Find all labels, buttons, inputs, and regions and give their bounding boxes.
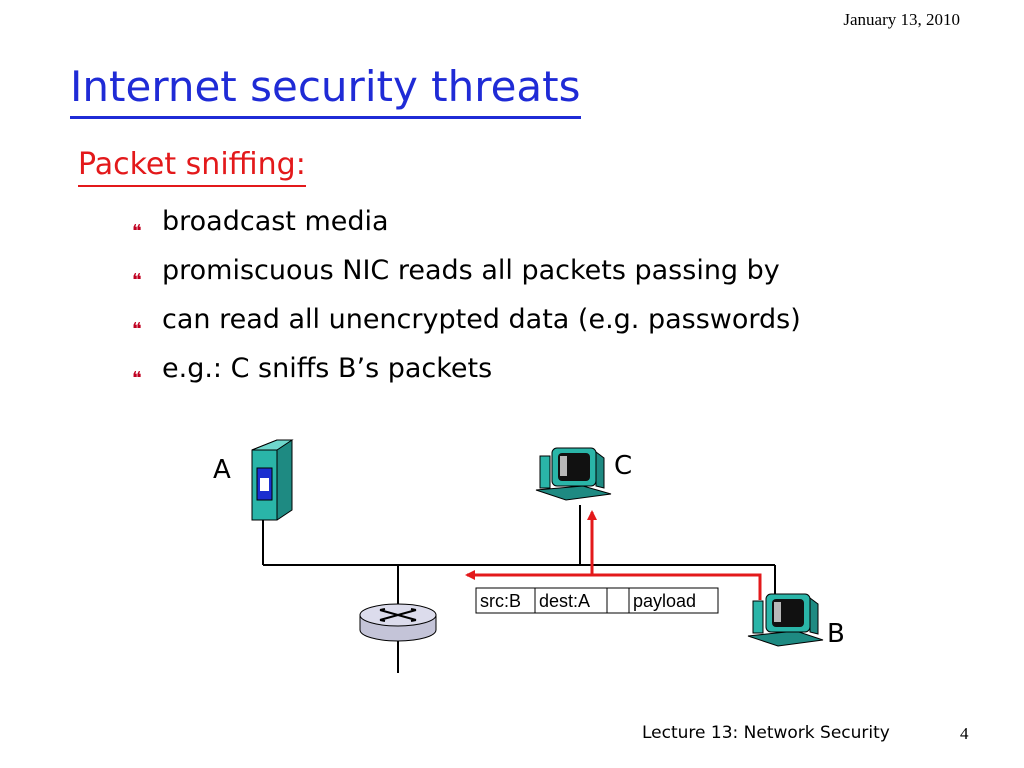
ethernet-bus (262, 505, 776, 673)
sniff-path-arrow (465, 510, 762, 600)
packet-dest-field: dest:A (539, 591, 590, 611)
packet-src-field: src:B (480, 591, 521, 611)
bullet-text: can read all unencrypted data (e.g. pass… (162, 304, 801, 335)
bullet-item: ❝ broadcast media (130, 200, 801, 249)
page-number: 4 (960, 724, 969, 743)
computer-c-icon (535, 447, 612, 501)
computer-b-icon (747, 593, 824, 647)
section-heading: Packet sniffing: (78, 145, 306, 187)
bullet-text: e.g.: C sniffs B’s packets (162, 353, 493, 384)
slide-title: Internet security threats (70, 58, 581, 119)
router-icon (359, 603, 437, 642)
packet-payload-field: payload (633, 591, 696, 611)
bullet-icon: ❝ (132, 319, 142, 340)
bullet-text: broadcast media (162, 206, 389, 237)
node-c-label: C (614, 451, 632, 481)
node-b-label: B (827, 619, 845, 649)
bullet-icon: ❝ (132, 221, 142, 242)
bullet-item: ❝ promiscuous NIC reads all packets passi… (130, 249, 801, 298)
bullet-item: ❝ can read all unencrypted data (e.g. pas… (130, 298, 801, 347)
server-icon (251, 439, 294, 521)
bullet-icon: ❝ (132, 270, 142, 291)
footer-lecture-title: Lecture 13: Network Security (642, 723, 890, 743)
bullet-icon: ❝ (132, 368, 142, 389)
bullet-text: promiscuous NIC reads all packets passin… (162, 255, 780, 286)
slide-date: January 13, 2010 (843, 10, 960, 29)
packet-box: src:B dest:A payload (475, 587, 719, 614)
bullet-item: ❝ e.g.: C sniffs B’s packets (130, 347, 801, 396)
bullet-list: ❝ broadcast media ❝ promiscuous NIC reads … (130, 200, 801, 396)
node-a-label: A (213, 455, 231, 485)
